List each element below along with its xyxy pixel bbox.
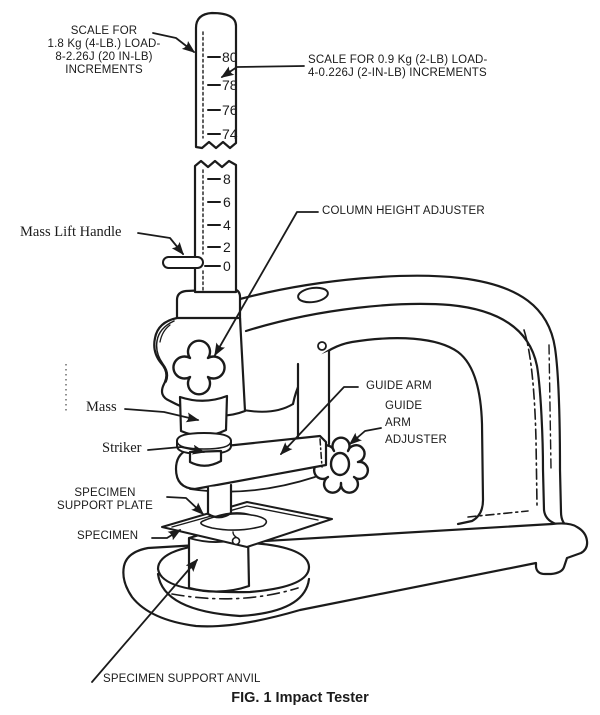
leader-specimen-support-plate	[166, 496, 205, 516]
frame-pivot-dot	[317, 341, 327, 351]
leader-specimen	[151, 529, 182, 541]
scale-left-label: SCALE FOR 1.8 Kg (4-LB.) LOAD- 8-2.26J (…	[24, 25, 184, 77]
scale-right-line1: SCALE FOR 0.9 Kg (2-LB) LOAD-	[308, 54, 488, 66]
upper-tick-80: 80	[222, 49, 238, 65]
plate-hole	[231, 536, 241, 546]
leader-guide-arm-adjuster	[348, 427, 382, 445]
mass-label: Mass	[86, 399, 117, 415]
column-upper-section	[194, 11, 238, 150]
mass-striker-assembly	[176, 394, 232, 467]
column-height-adjuster-knob	[172, 339, 226, 396]
striker-body	[188, 449, 223, 467]
frame-leg-dashdot	[523, 329, 538, 506]
scale-right-label: SCALE FOR 0.9 Kg (2-LB) LOAD- 4-0.226J (…	[308, 54, 487, 80]
guide-arm-adjuster-line1: GUIDE	[385, 400, 423, 412]
scale-left-line2: 1.8 Kg (4-LB.) LOAD-	[47, 38, 161, 50]
scale-numbers: 80 78 76 74 8 6 4 2 0	[222, 49, 238, 274]
upper-tick-76: 76	[222, 102, 238, 118]
specimen-support-plate-label: SPECIMEN SUPPORT PLATE	[44, 487, 166, 513]
leader-striker	[147, 444, 206, 455]
guide-arm-underside	[189, 476, 316, 493]
adjuster-knob-hole	[329, 451, 351, 477]
leader-lines	[91, 32, 382, 683]
guide-arm-adjuster-line2: ARM	[385, 417, 412, 429]
frame-edge-dashdot	[548, 344, 552, 469]
leader-specimen-support-anvil	[91, 558, 198, 683]
specimen-support-anvil-label: SPECIMEN SUPPORT ANVIL	[103, 673, 261, 685]
leader-scale-right	[220, 65, 305, 78]
frame-band-inner-edge	[244, 302, 558, 526]
lower-tick-8: 8	[223, 171, 231, 187]
guide-rod	[298, 351, 329, 447]
lower-tick-4: 4	[223, 217, 231, 233]
scale-left-line4: INCREMENTS	[65, 64, 143, 76]
mass-lift-handle-label: Mass Lift Handle	[20, 224, 122, 240]
head-casting	[153, 287, 247, 417]
upper-scale-tick-marks	[207, 56, 221, 135]
machine-base	[122, 522, 589, 628]
lower-tick-0: 0	[223, 258, 231, 274]
upper-tick-74: 74	[222, 126, 238, 142]
head-scurve-detail1	[155, 320, 175, 383]
column-height-adjuster-label: COLUMN HEIGHT ADJUSTER	[322, 205, 485, 217]
specimen-area	[161, 483, 333, 548]
plate-inner-rim	[171, 505, 319, 528]
scale-right-line2: 4-0.226J (2-IN-LB) INCREMENTS	[308, 67, 487, 79]
guide-arm-label: GUIDE ARM	[366, 380, 432, 392]
scale-left-line3: 8-2.26J (20 IN-LB)	[55, 51, 153, 63]
specimen-squiggle	[200, 512, 268, 531]
mass-lift-handle-bar	[162, 256, 204, 269]
column-lower-section	[193, 159, 238, 294]
guide-arm-adjuster-line3: ADJUSTER	[385, 434, 447, 446]
plate-hole-tail	[232, 531, 237, 538]
guide-rod-edges	[296, 349, 331, 449]
mass-cylinder	[178, 394, 229, 437]
specimen-support-plate-line2: SUPPORT PLATE	[57, 500, 153, 512]
specimen-support-plate-line1: SPECIMEN	[74, 487, 136, 499]
leader-mass-lift-handle	[137, 232, 184, 256]
anvil-disc-thickness	[156, 572, 311, 618]
striker-rod	[206, 483, 233, 519]
frame-oval-hole	[297, 286, 329, 304]
guide-arm-adjuster-label: GUIDE ARM ADJUSTER	[385, 398, 447, 449]
upper-tick-78: 78	[222, 77, 238, 93]
anvil-disc-dashdot	[171, 587, 299, 600]
lower-tick-2: 2	[223, 239, 231, 255]
frame-lower-contour	[237, 403, 294, 413]
lower-tick-6: 6	[223, 194, 231, 210]
graduated-column	[162, 11, 238, 294]
specimen-label: SPECIMEN	[77, 530, 139, 542]
head-scurve-detail2	[159, 324, 171, 343]
frame-foot-dashdot	[467, 510, 529, 518]
leader-mass	[124, 408, 200, 423]
figure-caption: FIG. 1 Impact Tester	[231, 690, 369, 706]
leader-column-height-adjuster	[214, 211, 319, 357]
scale-left-line1: SCALE FOR	[70, 25, 138, 37]
guide-arm-end-dashdot	[319, 438, 323, 468]
striker-label: Striker	[102, 440, 142, 456]
leader-guide-arm	[279, 386, 359, 456]
leader-scale-left	[152, 32, 196, 53]
lower-scale-tick-marks	[204, 178, 221, 267]
